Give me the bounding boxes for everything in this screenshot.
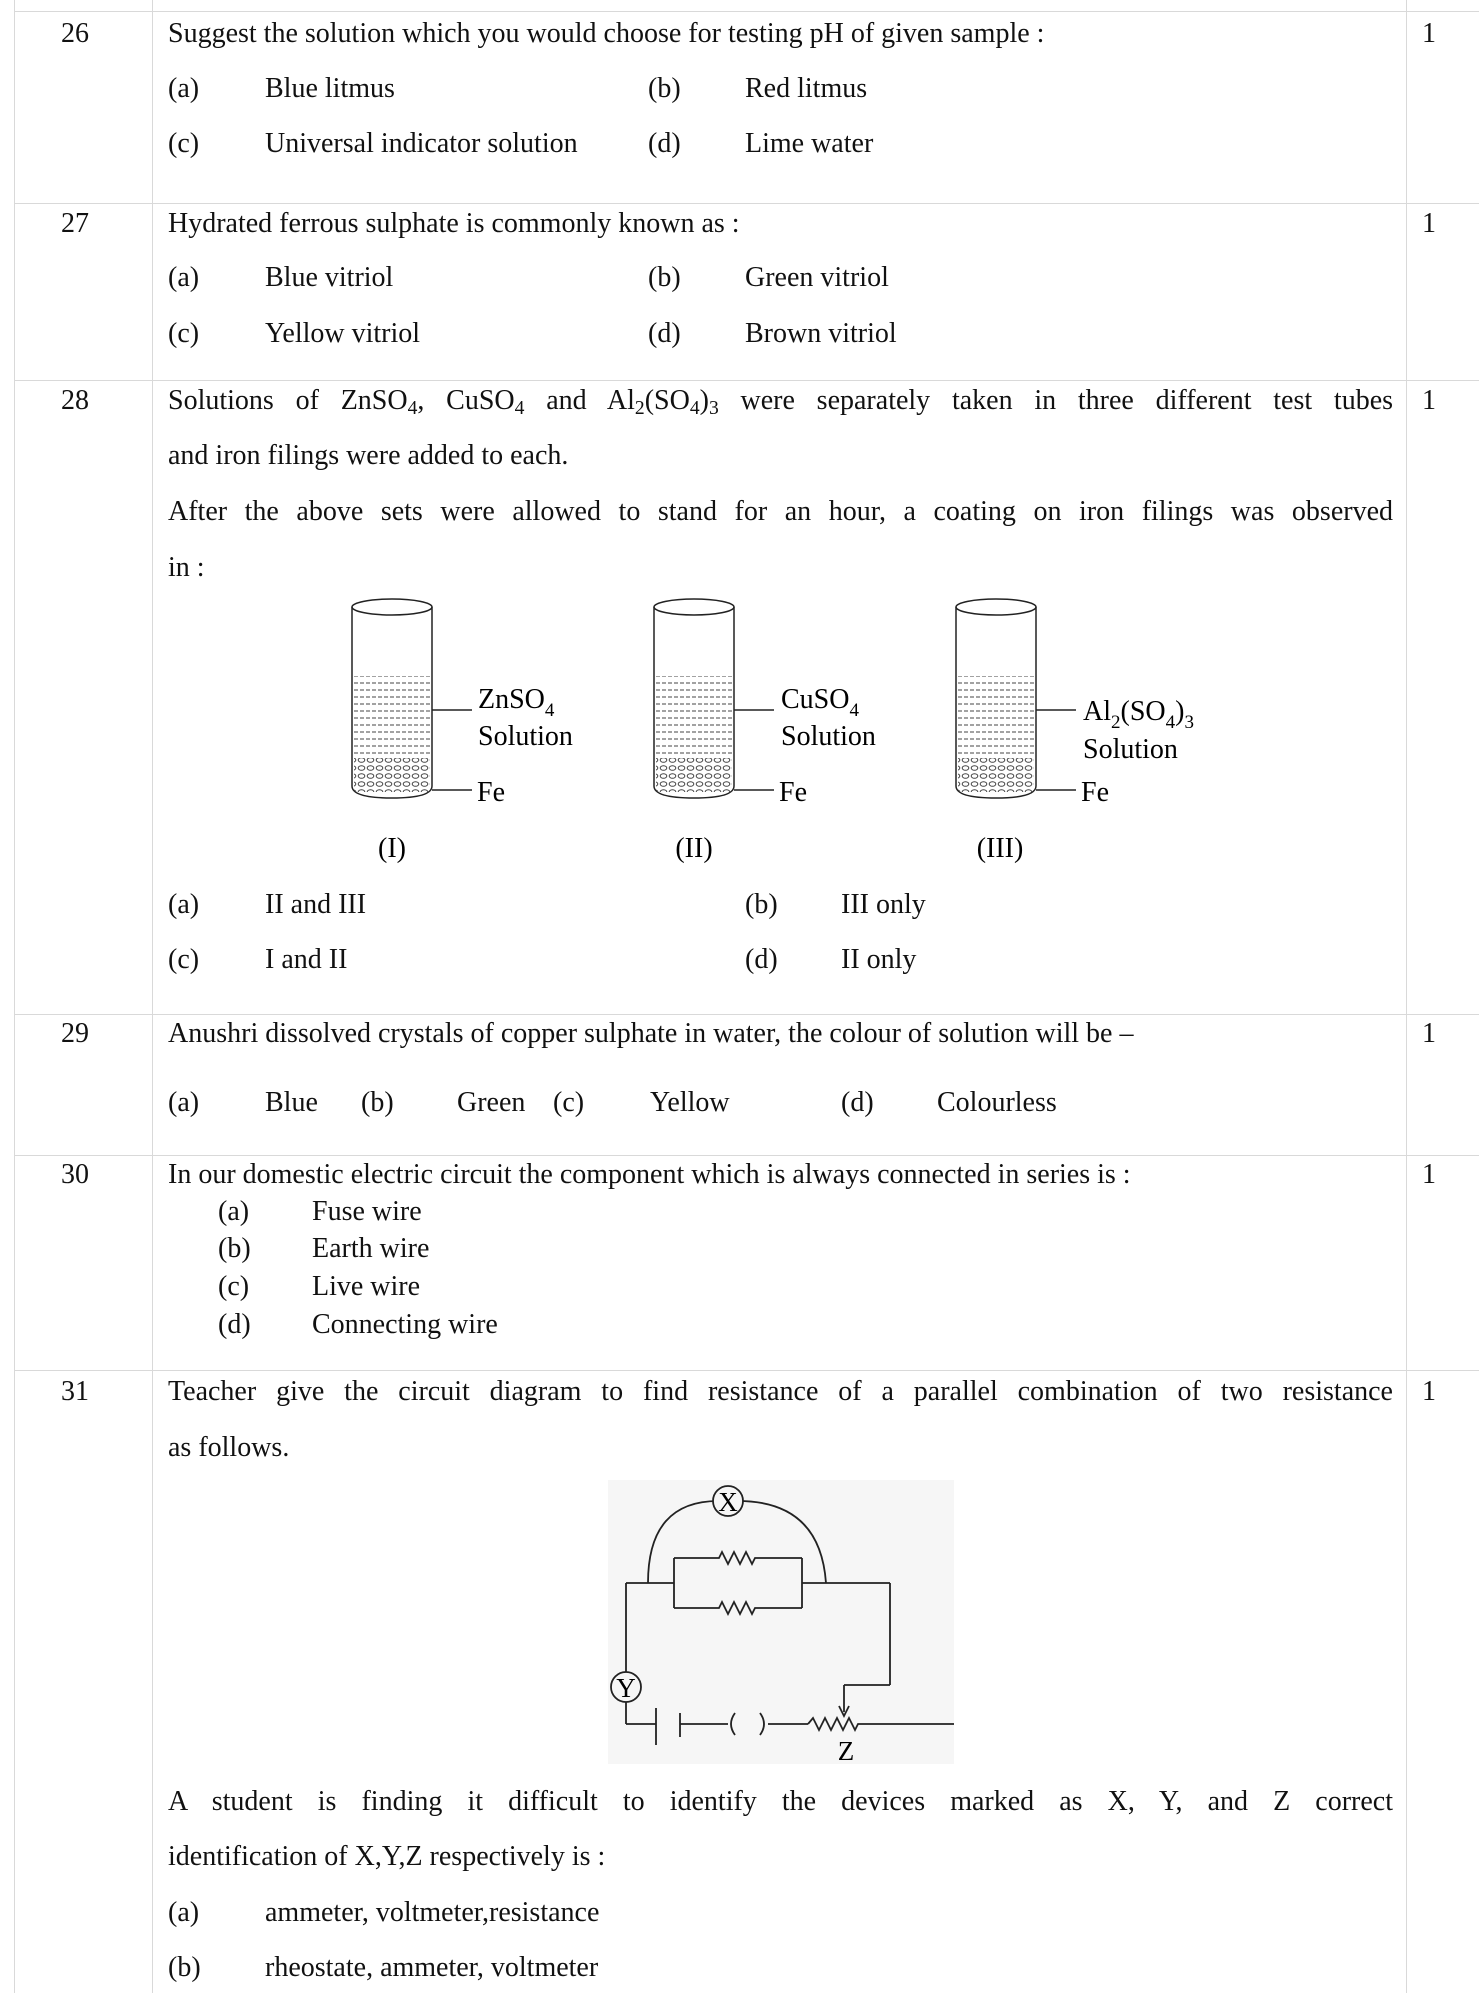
tube-2-metal-label: Fe (779, 777, 807, 808)
question-text: Anushri dissolved crystals of copper sul… (168, 1018, 1134, 1049)
question-text-line: Teacher give the circuit diagram to find… (168, 1376, 1393, 1407)
option-label: (c) (168, 128, 200, 159)
option-text: Green vitriol (745, 262, 889, 293)
device-z-label: Z (838, 1736, 855, 1764)
table-border-left (14, 0, 15, 1993)
question-text-line: in : (168, 552, 205, 583)
option-label: (d) (745, 944, 778, 975)
option-label: (c) (553, 1087, 585, 1118)
option-text: Brown vitriol (745, 318, 897, 349)
option-label: (d) (841, 1087, 874, 1118)
option-text: Blue vitriol (265, 262, 394, 293)
row-divider (14, 203, 1479, 204)
option-label: (b) (745, 889, 778, 920)
option-label: (c) (168, 944, 200, 975)
option-text: Yellow (650, 1087, 730, 1118)
question-number: 30 (61, 1159, 89, 1190)
table-border-marks-col (1406, 0, 1407, 1993)
question-text-line: A student is finding it difficult to ide… (168, 1786, 1393, 1817)
question-number: 28 (61, 385, 89, 416)
option-text: rheostate, ammeter, voltmeter (265, 1952, 599, 1983)
option-text: Lime water (745, 128, 874, 159)
option-label: (d) (648, 128, 681, 159)
row-divider (14, 1155, 1479, 1156)
option-text: ammeter, voltmeter,resistance (265, 1897, 600, 1928)
tube-2-solution-word: Solution (781, 721, 876, 752)
option-text: Colourless (937, 1087, 1057, 1118)
option-text: Universal indicator solution (265, 128, 578, 159)
marks: 1 (1422, 18, 1436, 49)
option-text: II and III (265, 889, 367, 920)
marks: 1 (1422, 1159, 1436, 1190)
option-text: I and II (265, 944, 348, 975)
question-text-line: as follows. (168, 1432, 290, 1463)
question-number: 31 (61, 1376, 89, 1407)
question-text-line: Solutions of ZnSO4, CuSO4 and Al2(SO4)3 … (168, 385, 1394, 419)
row-divider (14, 380, 1479, 381)
question-text-line: and iron filings were added to each. (168, 440, 569, 471)
option-label: (d) (648, 318, 681, 349)
option-label: (a) (168, 889, 200, 920)
tube-3-solution-label: Al2(SO4)3 (1083, 696, 1194, 733)
tube-1-roman: (I) (378, 833, 406, 864)
marks: 1 (1422, 208, 1436, 239)
row-divider (14, 1014, 1479, 1015)
device-y-circle (610, 1671, 642, 1703)
option-text: Earth wire (312, 1233, 430, 1264)
question-text: Suggest the solution which you would cho… (168, 18, 1045, 49)
tube-2-solution-label: CuSO4 (781, 684, 859, 721)
tube-3-roman: (III) (977, 833, 1024, 864)
row-divider (14, 11, 1479, 12)
option-label: (a) (218, 1196, 250, 1227)
option-label: (b) (648, 73, 681, 104)
option-label: (c) (168, 318, 200, 349)
tube-1-metal-label: Fe (477, 777, 505, 808)
option-label: (b) (648, 262, 681, 293)
option-label: (b) (361, 1087, 394, 1118)
question-number: 29 (61, 1018, 89, 1049)
option-label: (b) (218, 1233, 251, 1264)
option-text: Live wire (312, 1271, 421, 1302)
marks: 1 (1422, 1018, 1436, 1049)
device-x-circle (712, 1485, 744, 1517)
option-label: (a) (168, 1897, 200, 1928)
option-text: Blue (265, 1087, 318, 1118)
option-label: (a) (168, 262, 200, 293)
option-label: (b) (168, 1952, 201, 1983)
option-text: II only (841, 944, 917, 975)
circuit-diagram: X Y Z (608, 1480, 954, 1764)
row-divider (14, 1370, 1479, 1371)
question-number: 26 (61, 18, 89, 49)
option-text: Red litmus (745, 73, 868, 104)
device-y-label: Y (616, 1673, 636, 1703)
option-label: (d) (218, 1309, 251, 1340)
test-tube-2 (653, 598, 774, 799)
test-tube-1 (351, 598, 472, 799)
test-tubes-figure: ZnSO4 Solution Fe (I) CuSO4 Solution Fe … (351, 598, 1194, 864)
option-text: Blue litmus (265, 73, 395, 104)
table-border-number-col (152, 0, 153, 1993)
option-label: (a) (168, 73, 200, 104)
tube-3-metal-label: Fe (1081, 777, 1109, 808)
option-text: Fuse wire (312, 1196, 422, 1227)
tube-1-solution-label: ZnSO4 (478, 684, 555, 721)
test-tube-3 (955, 598, 1076, 799)
marks: 1 (1422, 1376, 1436, 1407)
question-text-line: identification of X,Y,Z respectively is … (168, 1841, 606, 1872)
question-text-line: After the above sets were allowed to sta… (168, 496, 1393, 527)
option-label: (a) (168, 1087, 200, 1118)
tube-1-solution-word: Solution (478, 721, 573, 752)
tube-3-solution-word: Solution (1083, 734, 1178, 765)
option-text: III only (841, 889, 926, 920)
tube-2-roman: (II) (675, 833, 712, 864)
device-x-label: X (718, 1487, 738, 1517)
question-number: 27 (61, 208, 89, 239)
question-text: In our domestic electric circuit the com… (168, 1159, 1131, 1190)
question-text: Hydrated ferrous sulphate is commonly kn… (168, 208, 740, 239)
option-text: Green (457, 1087, 526, 1118)
marks: 1 (1422, 385, 1436, 416)
option-text: Connecting wire (312, 1309, 498, 1340)
option-text: Yellow vitriol (265, 318, 421, 349)
option-label: (c) (218, 1271, 250, 1302)
